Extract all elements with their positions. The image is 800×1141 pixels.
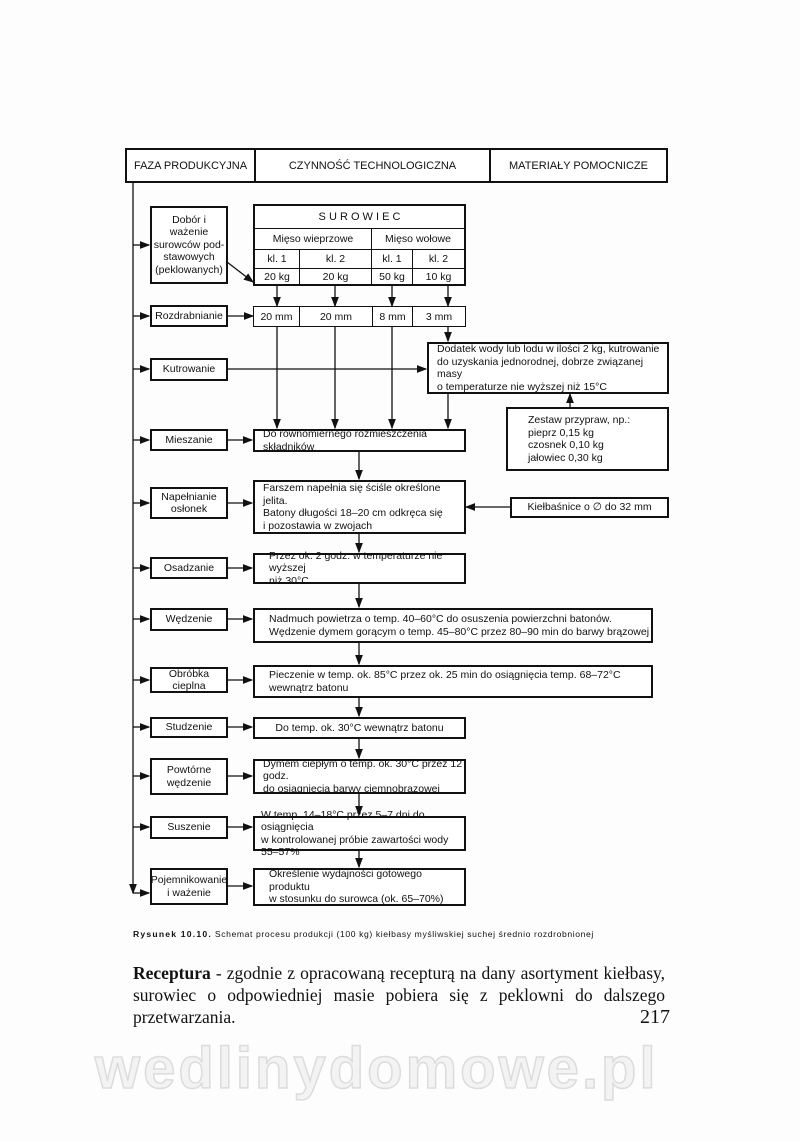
weight-cell: 10 kg — [412, 268, 465, 285]
action-powtorne: Dymem ciepłym o temp. ok. 30°C przez 12 … — [253, 758, 466, 795]
phase-wedzenie: Wędzenie — [150, 608, 228, 631]
size-cell: 3 mm — [413, 307, 465, 326]
action-napelnianie: Farszem napełnia się ściśle określone je… — [253, 480, 466, 534]
phase-kutrowanie: Kutrowanie — [150, 358, 228, 381]
weight-cell: 20 kg — [254, 268, 300, 285]
weight-cell: 20 kg — [299, 268, 372, 285]
body-text: - zgodnie z opracowaną recepturą na dany… — [133, 963, 665, 1027]
caption-text: Schemat procesu produkcji (100 kg) kiełb… — [211, 929, 594, 939]
action-mieszanie: Do równomiernego rozmieszczenia składnik… — [253, 428, 466, 453]
phase-obrobka: Obróbka cieplna — [150, 667, 228, 693]
body-paragraph: Receptura - zgodnie z opracowaną receptu… — [133, 962, 665, 1028]
action-obrobka: Pieczenie w temp. ok. 85°C przez ok. 25 … — [253, 665, 653, 698]
group-wieprzowe: Mięso wieprzowe — [254, 228, 372, 250]
phase-napelnianie: Napełnianie osłonek — [150, 487, 228, 519]
weight-cell: 50 kg — [371, 268, 413, 285]
page-number: 217 — [640, 1006, 670, 1028]
class-cell: kl. 2 — [299, 249, 372, 269]
phase-osadzanie: Osadzanie — [150, 557, 228, 579]
header-czynnosc: CZYNNOŚĆ TECHNOLOGICZNA — [254, 148, 491, 183]
action-osadzanie: Przez ok. 2 godz. w temperaturze nie wyż… — [253, 550, 466, 587]
surowiec-title: S U R O W I E C — [254, 205, 465, 229]
figure-caption: Rysunek 10.10. Schemat procesu produkcji… — [133, 929, 594, 939]
material-kielbasnice: Kiełbaśnice o ∅ do 32 mm — [510, 497, 669, 518]
phase-suszenie: Suszenie — [150, 816, 228, 839]
class-cell: kl. 2 — [412, 249, 465, 269]
material-przyprawy: Zestaw przypraw, np.: pieprz 0,15 kg czo… — [506, 407, 669, 471]
group-wolowe: Mięso wołowe — [371, 228, 465, 250]
size-cell: 20 mm — [300, 307, 373, 326]
class-cell: kl. 1 — [254, 249, 300, 269]
action-kutrowanie: Dodatek wody lub lodu w ilości 2 kg, kut… — [427, 342, 669, 394]
action-pojemnikowanie: Określenie wydajności gotowego produktu … — [253, 868, 466, 906]
watermark: wedlinydomowe.pl — [94, 1035, 659, 1102]
phase-powtorne: Powtórne wędzenie — [150, 758, 228, 795]
phase-dobor: Dobór i ważenie surowców pod- stawowych … — [150, 206, 228, 284]
size-cell: 20 mm — [254, 307, 300, 326]
header-materialy: MATERIAŁY POMOCNICZE — [489, 148, 668, 183]
action-wedzenie: Nadmuch powietrza o temp. 40–60°C do osu… — [253, 608, 653, 643]
body-bold: Receptura — [133, 963, 211, 983]
caption-label: Rysunek 10.10. — [133, 929, 212, 939]
size-cell: 8 mm — [373, 307, 413, 326]
action-suszenie: W temp. 14–18°C przez 5–7 dni do osiągni… — [253, 809, 466, 858]
class-cell: kl. 1 — [371, 249, 413, 269]
phase-mieszanie: Mieszanie — [150, 429, 228, 451]
phase-studzenie: Studzenie — [150, 717, 228, 738]
phase-rozdrabnianie: Rozdrabnianie — [150, 305, 228, 327]
phase-pojemnikowanie: Pojemnikowanie i ważenie — [150, 868, 228, 905]
action-studzenie: Do temp. ok. 30°C wewnątrz batonu — [253, 717, 466, 739]
header-faza: FAZA PRODUKCYJNA — [125, 148, 256, 183]
